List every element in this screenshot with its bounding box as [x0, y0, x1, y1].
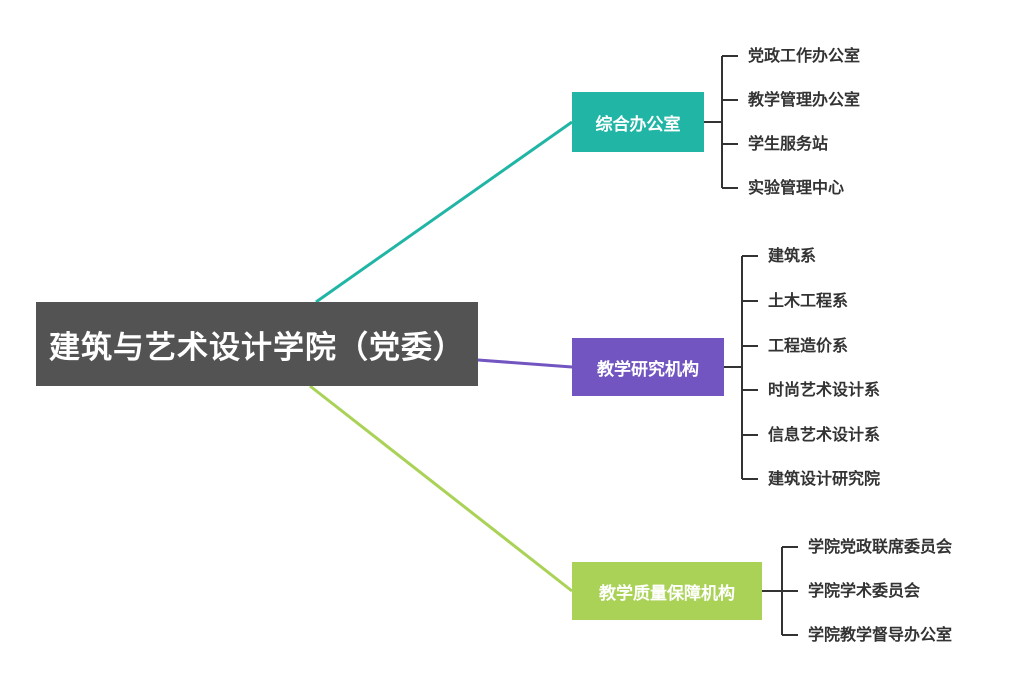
- leaf-node[interactable]: 工程造价系: [768, 336, 849, 355]
- leaf-node[interactable]: 实验管理中心: [748, 178, 845, 197]
- leaf-node[interactable]: 教学管理办公室: [748, 90, 861, 109]
- leaf-node[interactable]: 学院党政联席委员会: [808, 537, 953, 556]
- connector-root-quality: [309, 384, 573, 593]
- bracket-office: [704, 55, 738, 189]
- leaf-node[interactable]: 信息艺术设计系: [768, 425, 881, 444]
- branch-node-teaching[interactable]: 教学研究机构: [572, 338, 724, 396]
- branch-node-quality[interactable]: 教学质量保障机构: [572, 562, 762, 620]
- leaf-node[interactable]: 学生服务站: [748, 134, 829, 153]
- connector-root-teaching: [477, 358, 573, 369]
- leaf-node[interactable]: 土木工程系: [768, 291, 849, 310]
- leaf-node[interactable]: 党政工作办公室: [748, 46, 861, 65]
- branch-node-office[interactable]: 综合办公室: [572, 92, 704, 152]
- leaf-node[interactable]: 学院教学督导办公室: [808, 625, 953, 644]
- bracket-quality: [762, 546, 798, 636]
- leaf-node[interactable]: 建筑设计研究院: [768, 469, 881, 488]
- leaf-node[interactable]: 学院学术委员会: [808, 581, 921, 600]
- connector-root-office: [315, 120, 573, 304]
- bracket-teaching: [724, 255, 758, 480]
- root-node[interactable]: 建筑与艺术设计学院（党委）: [36, 302, 478, 386]
- leaf-node[interactable]: 时尚艺术设计系: [768, 380, 881, 399]
- leaf-node[interactable]: 建筑系: [768, 246, 817, 265]
